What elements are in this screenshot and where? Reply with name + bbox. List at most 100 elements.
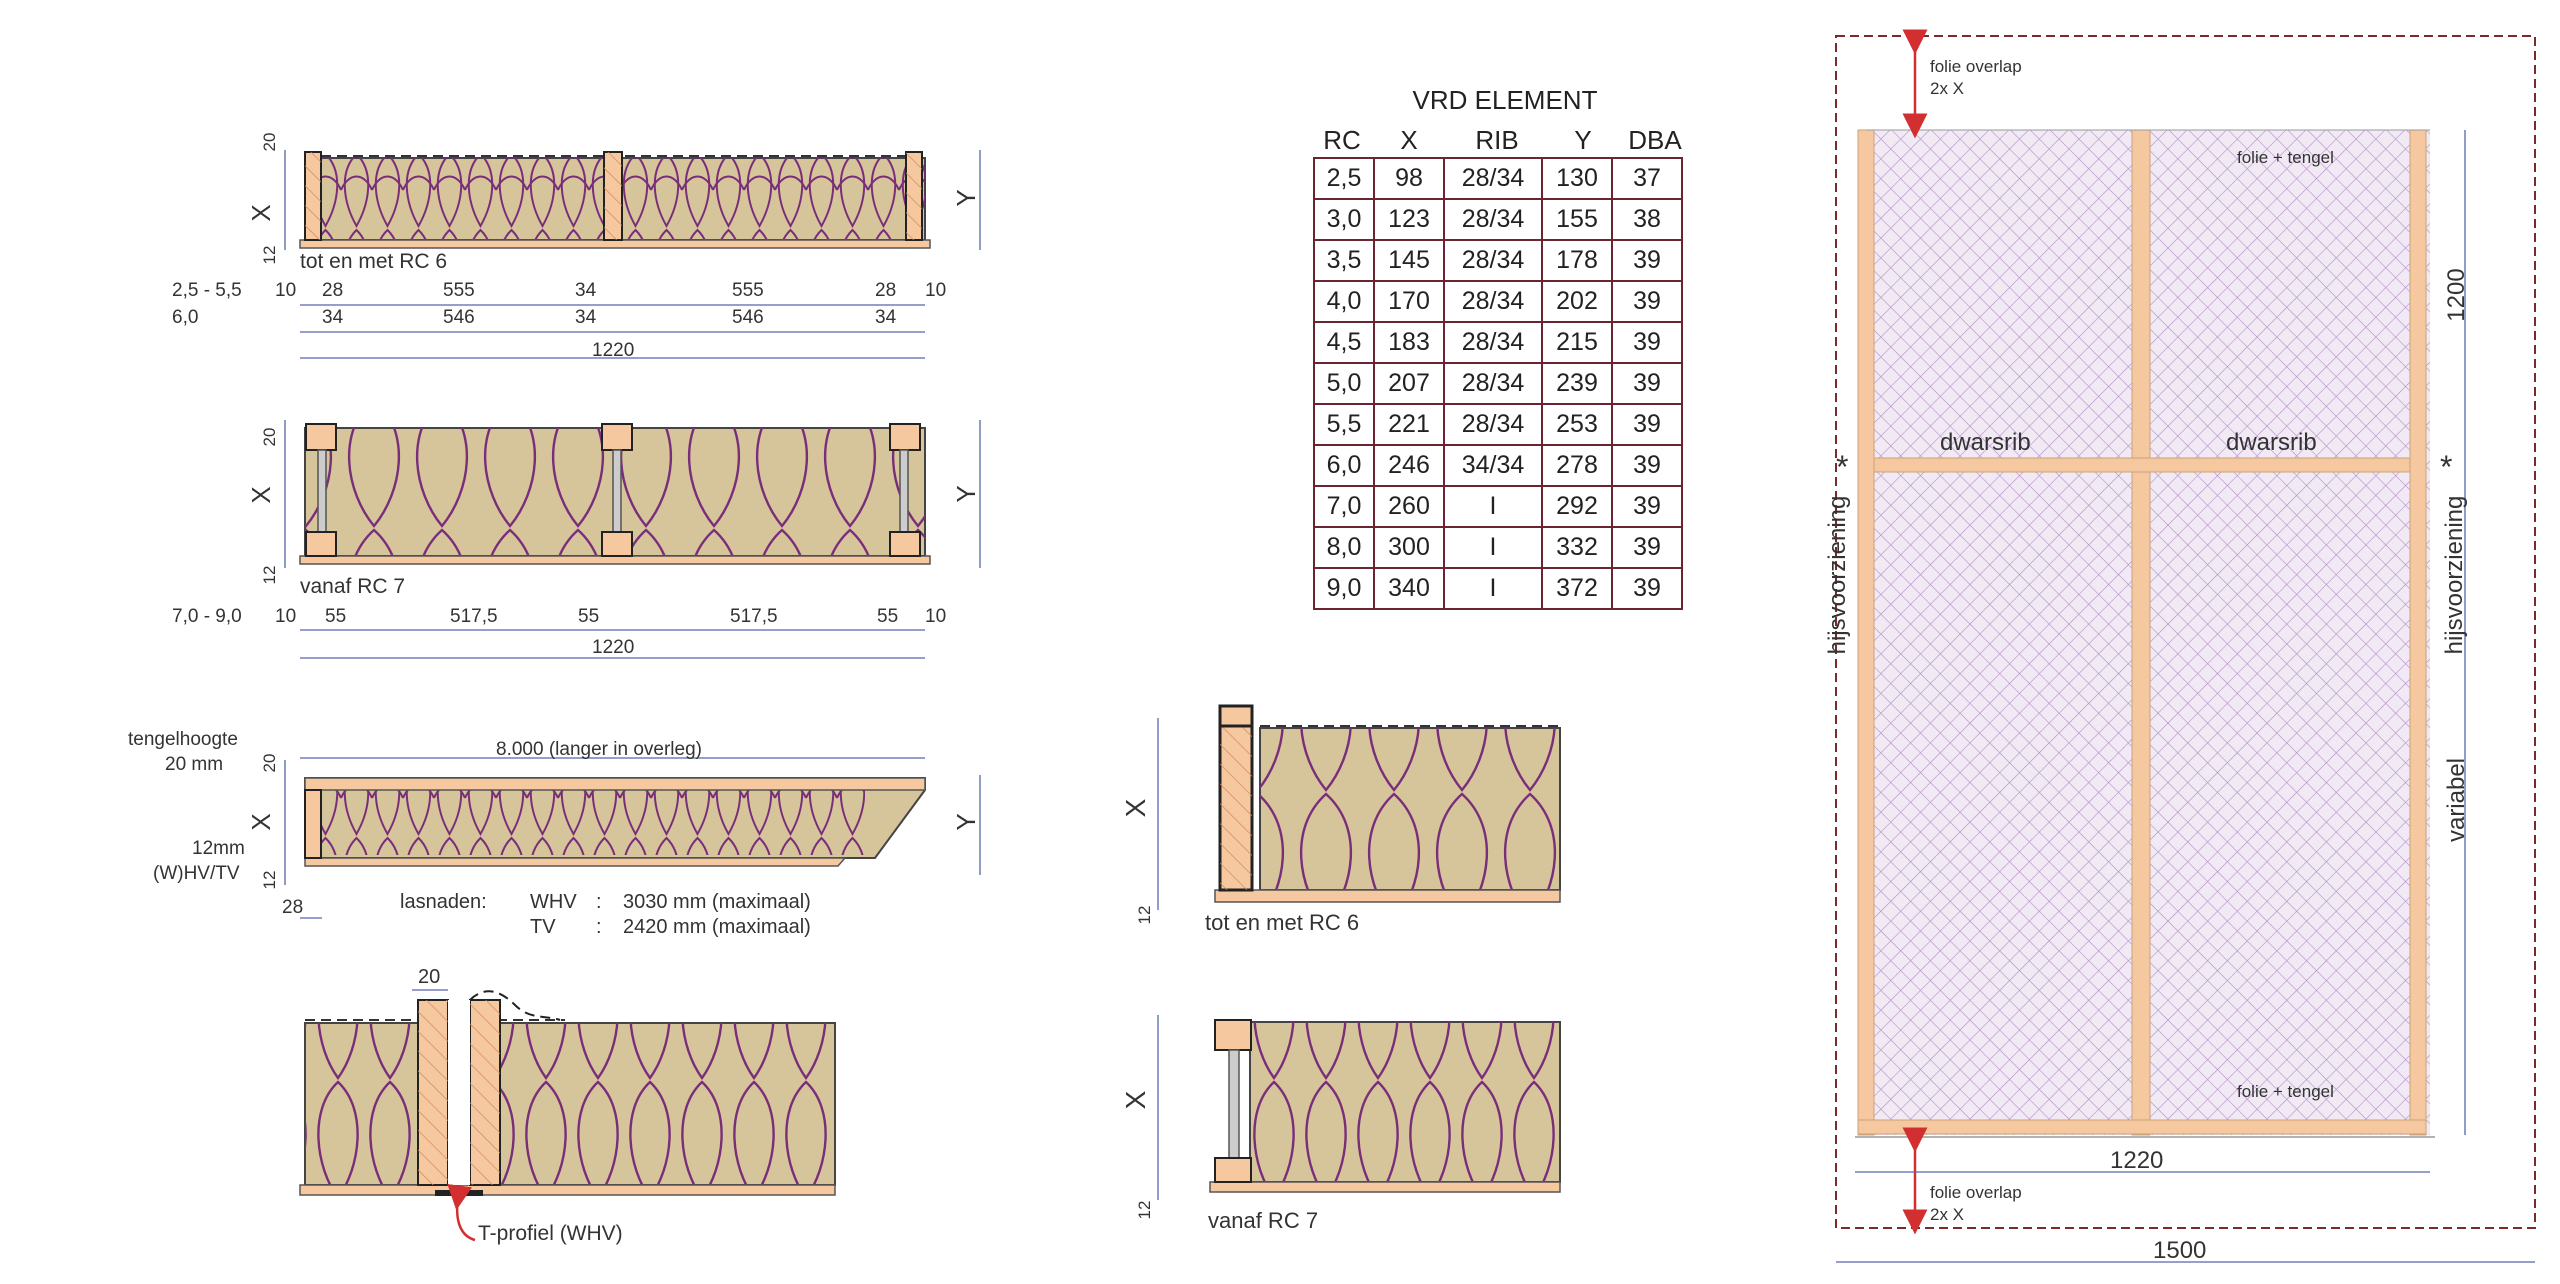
table-cell: 3,0 xyxy=(1313,198,1375,241)
svg-text:2420 mm (maximaal): 2420 mm (maximaal) xyxy=(623,916,811,938)
table-cell: 28/34 xyxy=(1443,239,1543,282)
svg-text:T-profiel (WHV): T-profiel (WHV) xyxy=(478,1222,623,1245)
table-cell: 39 xyxy=(1611,403,1683,446)
table-cell: 39 xyxy=(1611,321,1683,364)
svg-text:10: 10 xyxy=(275,606,296,627)
svg-text:10: 10 xyxy=(275,280,296,301)
table-header: RC xyxy=(1323,125,1361,155)
table-cell: 28/34 xyxy=(1443,157,1543,200)
table-cell: 155 xyxy=(1541,198,1613,241)
svg-text::: : xyxy=(596,891,602,913)
table-title: VRD ELEMENT xyxy=(1412,85,1598,115)
table-cell: 28/34 xyxy=(1443,198,1543,241)
table-cell: 7,0 xyxy=(1313,485,1375,528)
table-cell: 28/34 xyxy=(1443,403,1543,446)
table-cell: 221 xyxy=(1373,403,1445,446)
svg-text:34: 34 xyxy=(322,307,344,328)
svg-text:hijsvoorziening: hijsvoorziening xyxy=(1824,496,1851,655)
table-cell: 246 xyxy=(1373,444,1445,487)
svg-text:X: X xyxy=(1120,1090,1151,1109)
svg-text:55: 55 xyxy=(877,606,898,627)
svg-text:dwarsrib: dwarsrib xyxy=(2226,429,2317,456)
table-header: X xyxy=(1400,125,1418,155)
svg-text:3030 mm (maximaal): 3030 mm (maximaal) xyxy=(623,891,811,913)
svg-text:12: 12 xyxy=(260,246,279,265)
svg-text:555: 555 xyxy=(443,280,475,301)
table-cell: 215 xyxy=(1541,321,1613,364)
svg-text::: : xyxy=(596,916,602,938)
table-cell: 207 xyxy=(1373,362,1445,405)
svg-text:X: X xyxy=(246,204,276,221)
table-cell: 8,0 xyxy=(1313,526,1375,569)
table-cell: 38 xyxy=(1611,198,1683,241)
table-cell: 239 xyxy=(1541,362,1613,405)
svg-text:WHV: WHV xyxy=(530,891,577,913)
table-cell: 170 xyxy=(1373,280,1445,323)
table-cell: 3,5 xyxy=(1313,239,1375,282)
table-cell: 130 xyxy=(1541,157,1613,200)
svg-text:10: 10 xyxy=(925,280,946,301)
plan-view xyxy=(1835,29,2536,1263)
svg-text:7,0 - 9,0: 7,0 - 9,0 xyxy=(172,606,242,627)
table-cell: 34/34 xyxy=(1443,444,1543,487)
svg-text:2x X: 2x X xyxy=(1930,1205,1964,1224)
table-cell: 39 xyxy=(1611,485,1683,528)
svg-text:X: X xyxy=(246,486,276,503)
svg-text:546: 546 xyxy=(732,307,764,328)
table-cell: 39 xyxy=(1611,239,1683,282)
table-cell: 340 xyxy=(1373,567,1445,610)
svg-text:6,0: 6,0 xyxy=(172,307,198,328)
table-cell: 9,0 xyxy=(1313,567,1375,610)
table-header: RIB xyxy=(1475,125,1519,155)
svg-text:1500: 1500 xyxy=(2153,1237,2206,1264)
section-length-panel xyxy=(284,757,981,919)
svg-text:1220: 1220 xyxy=(2110,1147,2163,1174)
table-cell: 260 xyxy=(1373,485,1445,528)
svg-text:34: 34 xyxy=(875,307,897,328)
svg-text:lasnaden:: lasnaden: xyxy=(400,891,487,913)
label-detail-rc7: vanaf RC 7 xyxy=(1208,1208,1318,1233)
table-cell: 28/34 xyxy=(1443,280,1543,323)
table-cell: 178 xyxy=(1541,239,1613,282)
svg-text:*: * xyxy=(2440,449,2452,485)
svg-text:20: 20 xyxy=(260,133,279,152)
svg-text:12: 12 xyxy=(1135,1201,1154,1220)
table-cell: I xyxy=(1443,485,1543,528)
svg-text:folie overlap: folie overlap xyxy=(1930,1183,2022,1202)
table-cell: 5,5 xyxy=(1313,403,1375,446)
table-cell: I xyxy=(1443,526,1543,569)
svg-text:20: 20 xyxy=(260,428,279,447)
svg-text:tengelhoogte: tengelhoogte xyxy=(128,729,238,750)
svg-text:hijsvoorziening: hijsvoorziening xyxy=(2441,496,2468,655)
table-cell: 123 xyxy=(1373,198,1445,241)
table-cell: 98 xyxy=(1373,157,1445,200)
svg-text:28: 28 xyxy=(282,897,303,918)
svg-text:546: 546 xyxy=(443,307,475,328)
svg-text:2,5 - 5,5: 2,5 - 5,5 xyxy=(172,280,242,301)
table-cell: 39 xyxy=(1611,362,1683,405)
svg-text:variabel: variabel xyxy=(2443,758,2470,842)
table-cell: 300 xyxy=(1373,526,1445,569)
table-cell: 183 xyxy=(1373,321,1445,364)
table-cell: 202 xyxy=(1541,280,1613,323)
table-cell: 292 xyxy=(1541,485,1613,528)
table-cell: 37 xyxy=(1611,157,1683,200)
table-cell: 39 xyxy=(1611,444,1683,487)
svg-text:folie + tengel: folie + tengel xyxy=(2237,1082,2334,1101)
table-cell: 28/34 xyxy=(1443,362,1543,405)
table-cell: 39 xyxy=(1611,280,1683,323)
svg-text:517,5: 517,5 xyxy=(730,606,778,627)
svg-text:1200: 1200 xyxy=(2443,268,2470,321)
svg-text:TV: TV xyxy=(530,916,556,938)
table-cell: 253 xyxy=(1541,403,1613,446)
